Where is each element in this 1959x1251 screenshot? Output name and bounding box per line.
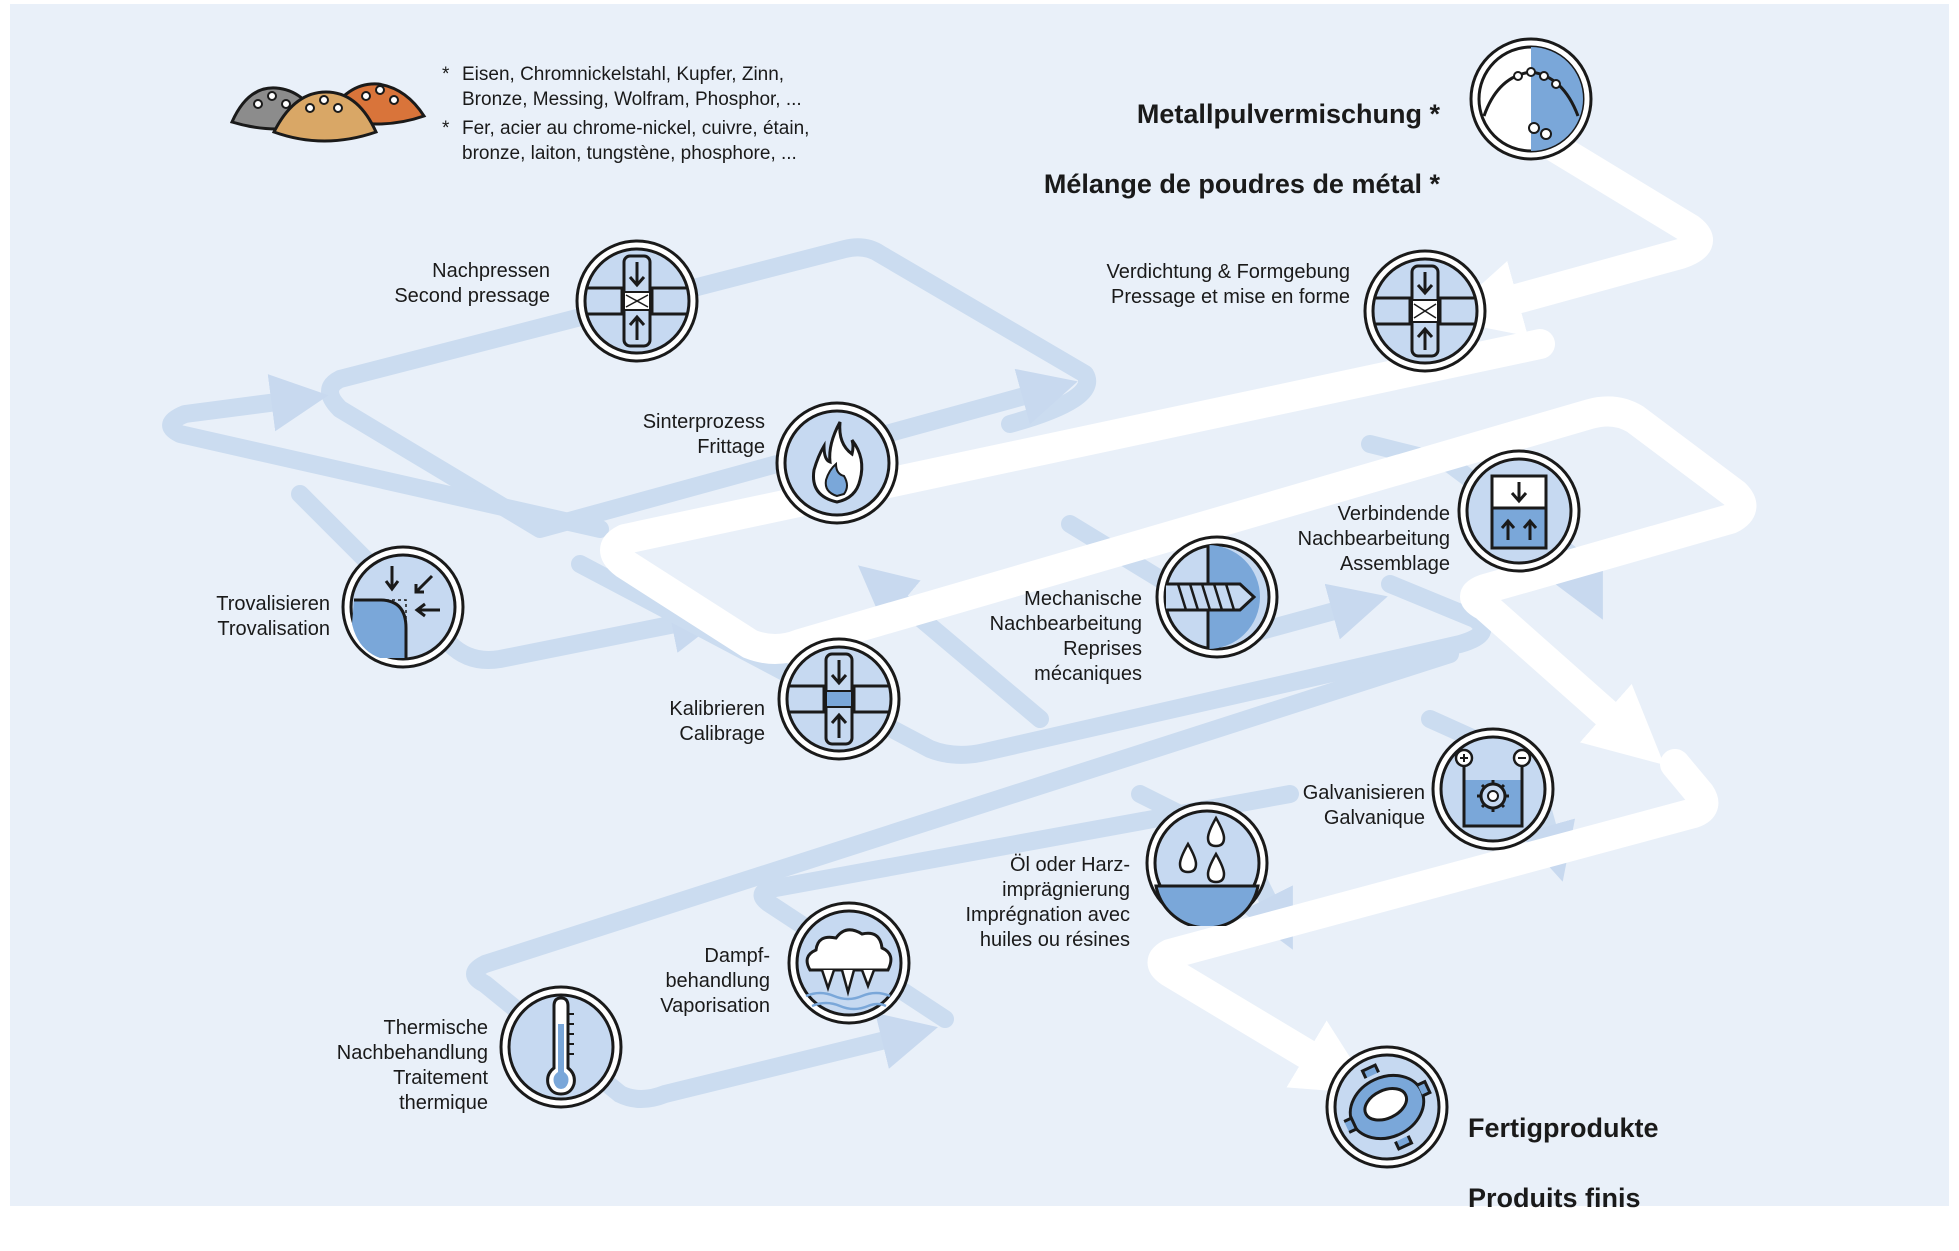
end-title: Fertigprodukte Produits finis: [1468, 1076, 1768, 1251]
finished-ring-icon: [1325, 1045, 1449, 1169]
assembly-press-icon: [1457, 449, 1581, 573]
powder-mix-icon: [1469, 37, 1593, 161]
start-title-de: Metallpulvermischung *: [1136, 99, 1440, 129]
end-title-fr: Produits finis: [1468, 1183, 1641, 1213]
press-icon: [1363, 249, 1487, 373]
flow-loop-sizing: [571, 555, 1492, 764]
step-label-compacting: Verdichtung & Formgebung Pressage et mis…: [1106, 261, 1351, 308]
footnote-de: Eisen, Chromnickelstahl, Kupfer, Zinn, B…: [462, 64, 802, 110]
galvanic-bath-icon: [1431, 727, 1555, 851]
steam-cloud-icon: [787, 901, 911, 1025]
step-label-steam: Dampf- behandlung Vaporisation: [660, 945, 770, 1017]
flow-loop-steam: [753, 785, 1299, 1028]
flow-paths: [162, 129, 1757, 1108]
footnote-star: *: [442, 64, 450, 85]
step-label-galvanizing: Galvanisieren Galvanique: [1302, 782, 1425, 829]
flow-main-lower: [1147, 749, 1719, 1095]
sizing-press-icon: [777, 637, 901, 761]
flow-loop-repress: [321, 238, 1096, 538]
footnote-fr: Fer, acier au chrome-nickel, cuivre, éta…: [462, 118, 810, 164]
screw-icon: [1155, 535, 1279, 659]
footnote-star: *: [442, 118, 450, 139]
press-icon: [575, 239, 699, 363]
flow-main-through: [600, 329, 1757, 765]
droplets-icon: [1145, 801, 1269, 926]
corner-round-icon: [341, 545, 465, 669]
material-footnote: * Eisen, Chromnickelstahl, Kupfer, Zinn,…: [442, 62, 862, 166]
step-label-machining: Mechanische Nachbearbeitung Reprises méc…: [989, 588, 1142, 685]
process-diagram: * Eisen, Chromnickelstahl, Kupfer, Zinn,…: [10, 4, 1949, 1213]
step-label-tumbling: Trovalisieren Trovalisation: [216, 593, 330, 640]
step-label-assembly: Verbindende Nachbearbeitung Assemblage: [1297, 503, 1450, 575]
start-title-fr: Mélange de poudres de métal *: [1043, 169, 1440, 199]
step-label-heat: Thermische Nachbehandlung Traitement the…: [336, 1017, 488, 1114]
step-label-repressing: Nachpressen Second pressage: [394, 260, 550, 307]
powder-heaps-icon: [229, 82, 427, 143]
step-label-impregnation: Öl oder Harz- imprägnierung Imprégnation…: [965, 854, 1130, 951]
flow-loop-tumbling-entry: [162, 374, 609, 538]
thermometer-icon: [499, 985, 623, 1109]
step-label-sizing: Kalibrieren Calibrage: [669, 698, 765, 745]
flow-main-start: [1442, 129, 1713, 337]
flame-icon: [775, 401, 899, 525]
start-title: Metallpulvermischung * Mélange de poudre…: [880, 62, 1440, 237]
step-label-sintering: Sinterprozess Frittage: [642, 411, 765, 458]
end-title-de: Fertigprodukte: [1468, 1113, 1659, 1143]
